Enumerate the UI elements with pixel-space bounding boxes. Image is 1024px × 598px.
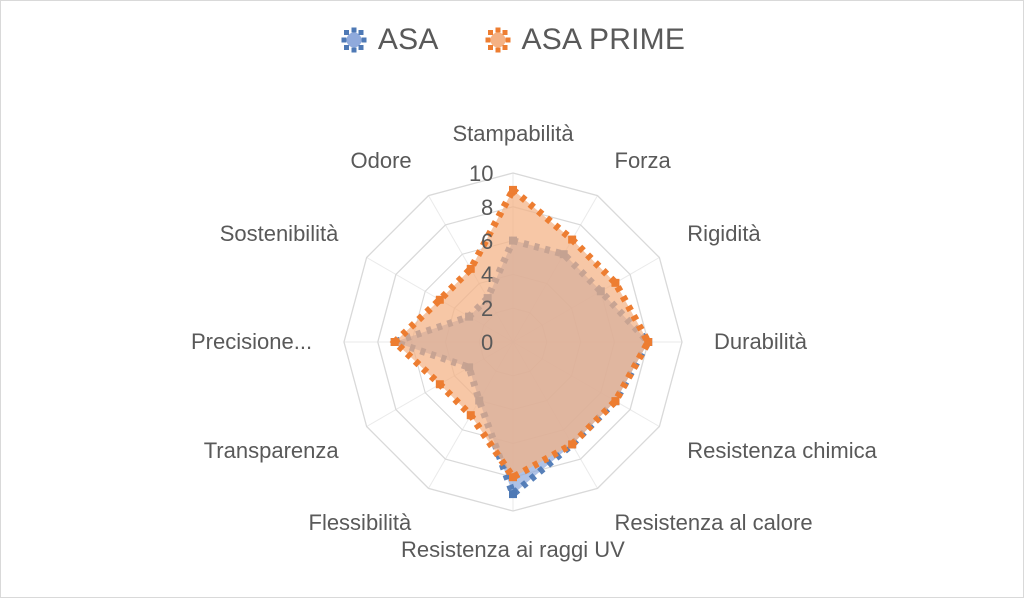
data-point-marker bbox=[644, 338, 653, 346]
data-point-marker bbox=[611, 278, 620, 287]
category-label: Flessibilità bbox=[308, 510, 412, 536]
data-point-marker bbox=[611, 397, 620, 406]
category-label: Resistenza ai raggi UV bbox=[401, 537, 625, 562]
data-point-marker bbox=[390, 338, 399, 346]
data-point-marker bbox=[435, 295, 444, 304]
series-area bbox=[394, 189, 649, 478]
category-label: Transparenza bbox=[203, 437, 339, 463]
data-point-marker bbox=[435, 380, 444, 389]
tick-label: 8 bbox=[481, 194, 494, 220]
category-label: Sostenibilità bbox=[219, 220, 339, 246]
radar-series bbox=[383, 184, 653, 501]
data-point-marker bbox=[509, 473, 517, 482]
data-point-marker bbox=[509, 185, 517, 194]
category-label: Stampabilità bbox=[452, 121, 574, 146]
tick-label: 0 bbox=[481, 330, 494, 355]
category-label: Resistenza al calore bbox=[614, 510, 813, 536]
data-point-marker bbox=[466, 264, 475, 273]
category-label: Odore bbox=[350, 147, 412, 173]
tick-label: 4 bbox=[481, 262, 494, 288]
category-label: Durabilità bbox=[714, 329, 807, 354]
category-label: Rigidità bbox=[687, 220, 761, 246]
category-label: Resistenza chimica bbox=[687, 437, 877, 463]
data-point-marker bbox=[509, 490, 517, 499]
category-label: Precisione... bbox=[191, 329, 313, 354]
category-label: Forza bbox=[614, 147, 671, 173]
tick-label: 10 bbox=[469, 161, 494, 186]
data-point-marker bbox=[466, 411, 475, 420]
data-point-marker bbox=[568, 235, 577, 244]
data-point-marker bbox=[568, 440, 577, 449]
series-asa-prime bbox=[389, 184, 653, 482]
tick-label: 2 bbox=[481, 296, 494, 322]
tick-label: 6 bbox=[481, 228, 494, 254]
